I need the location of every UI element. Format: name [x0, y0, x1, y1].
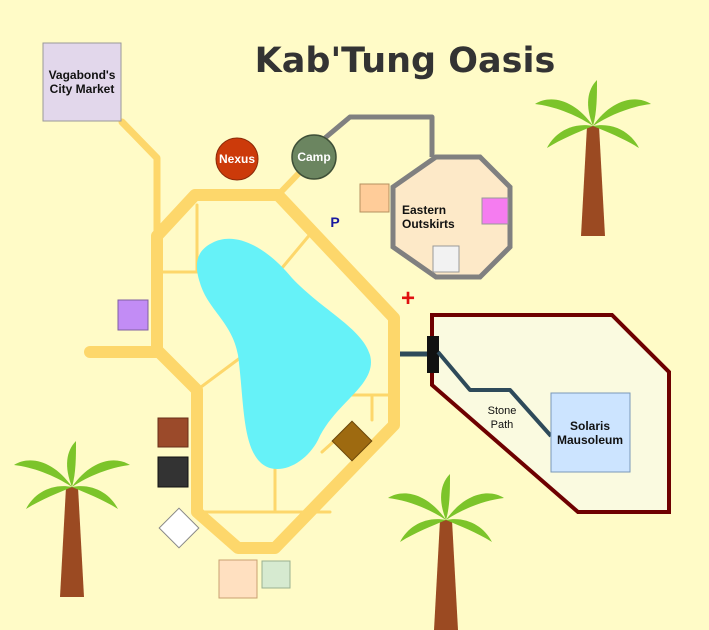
stone-path-label-line1: Stone [488, 405, 517, 417]
nexus-marker[interactable]: Nexus [215, 137, 259, 181]
green-south-building[interactable] [261, 560, 291, 589]
red-cross-icon[interactable]: + [401, 285, 415, 312]
ring-road[interactable] [151, 189, 400, 554]
white-diamond-building[interactable] [158, 507, 200, 549]
market-label-line2: City Market [50, 82, 115, 96]
inner-lanes [160, 203, 392, 514]
purple-building[interactable] [117, 299, 149, 331]
camp-road[interactable] [275, 169, 303, 198]
outskirts-label-line1: Eastern [402, 203, 446, 217]
camp-marker[interactable]: Camp [291, 134, 337, 180]
road-network [84, 118, 400, 554]
eastern-outskirts[interactable]: Eastern Outskirts [390, 154, 513, 280]
rock-path[interactable] [323, 114, 435, 157]
palm-tree-icon [535, 80, 651, 236]
map-title: Kab'Tung Oasis [255, 41, 556, 81]
dark-building[interactable] [157, 456, 189, 488]
stone-path[interactable] [436, 350, 553, 438]
parking-icon[interactable]: P [330, 214, 339, 230]
outskirts-pink-building[interactable] [481, 197, 509, 225]
mausoleum-label-line2: Mausoleum [557, 433, 623, 447]
outskirts-label-line2: Outskirts [402, 217, 455, 231]
mausoleum-label-line1: Solaris [570, 419, 610, 433]
stone-path-label-line2: Path [491, 419, 514, 431]
palm-tree-icon [14, 441, 130, 597]
peach-building[interactable] [359, 183, 390, 213]
solaris-mausoleum-grounds[interactable]: Stone Path Solaris Mausoleum [400, 313, 671, 514]
nexus-label: Nexus [219, 152, 255, 166]
brown-building[interactable] [157, 417, 189, 448]
market-road[interactable] [118, 118, 161, 240]
vagabonds-city-market[interactable]: Vagabond's City Market [42, 42, 122, 122]
oasis-lake [196, 238, 371, 470]
bronze-diamond-building[interactable] [331, 420, 373, 462]
camp-label: Camp [297, 150, 330, 164]
market-label-line1: Vagabond's [49, 68, 116, 82]
palm-tree-icon [388, 474, 504, 630]
mausoleum-gate[interactable] [427, 336, 439, 373]
outskirts-white-building[interactable] [432, 245, 460, 273]
peach-south-building[interactable] [218, 559, 258, 599]
solaris-mausoleum[interactable] [550, 392, 631, 473]
